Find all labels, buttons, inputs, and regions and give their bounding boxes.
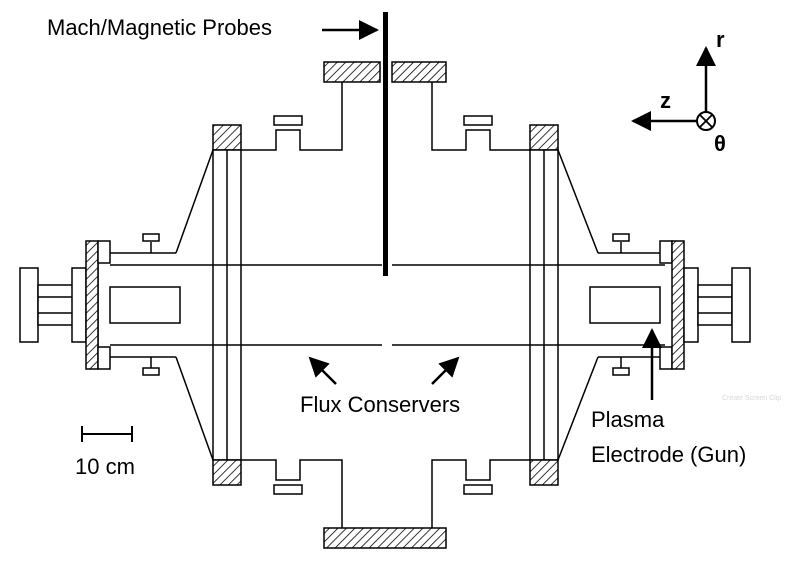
annotation-arrows (308, 20, 662, 400)
theta-cross-icon (699, 114, 713, 128)
flux-conserver-tube (97, 263, 665, 347)
electrode-label-line2: Electrode (Gun) (591, 442, 746, 467)
theta-axis-label: θ (714, 131, 726, 156)
left-gun-assembly (19, 240, 181, 370)
bottom-port-flange (323, 527, 447, 549)
top-port-flange (323, 61, 447, 83)
z-axis-label: z (660, 88, 671, 113)
flux-conservers-label: Flux Conservers (300, 392, 460, 417)
chamber-outline-top (241, 82, 530, 151)
watermark-text: Create Screen Clip (722, 395, 781, 402)
scale-bar-label: 10 cm (75, 454, 135, 479)
main-flange-right (529, 124, 559, 486)
coordinate-axes (631, 46, 716, 131)
scale-bar (81, 426, 133, 442)
right-gun-assembly (589, 240, 751, 370)
conical-sections (110, 149, 665, 461)
probes-label: Mach/Magnetic Probes (47, 15, 272, 40)
small-ports (142, 115, 630, 495)
chamber-outline-bottom (241, 459, 530, 528)
flux-arrow-left (308, 356, 337, 385)
probe-shaft (383, 12, 388, 276)
flux-arrow-right (431, 356, 460, 385)
electrode-label-line1: Plasma (591, 407, 665, 432)
r-axis-label: r (716, 27, 725, 52)
main-flange-left (212, 124, 242, 486)
